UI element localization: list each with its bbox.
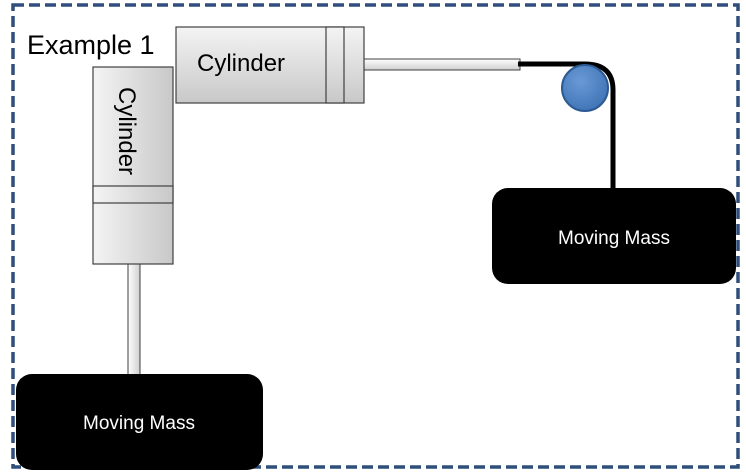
cylinder-label-vertical: Cylinder [113,87,140,175]
pulley [561,64,609,112]
cylinder-label-horizontal: Cylinder [197,50,285,77]
cylinder-vertical: Cylinder [92,66,174,376]
piston-rod-horizontal [344,58,521,71]
moving-mass-right: Moving Mass [492,188,736,284]
moving-mass-right-label: Moving Mass [558,228,670,249]
piston-head-vertical [92,185,174,204]
moving-mass-left: Moving Mass [16,374,263,470]
piston-head-horizontal [325,26,345,104]
example-title: Example 1 [27,30,155,60]
moving-mass-left-block [16,374,263,470]
cable [518,61,616,192]
example-frame [11,3,740,469]
moving-mass-right-block [492,188,736,284]
cylinder-horizontal: Cylinder [175,26,521,104]
cylinder-body-vertical [92,66,174,265]
moving-mass-left-label: Moving Mass [83,413,195,434]
